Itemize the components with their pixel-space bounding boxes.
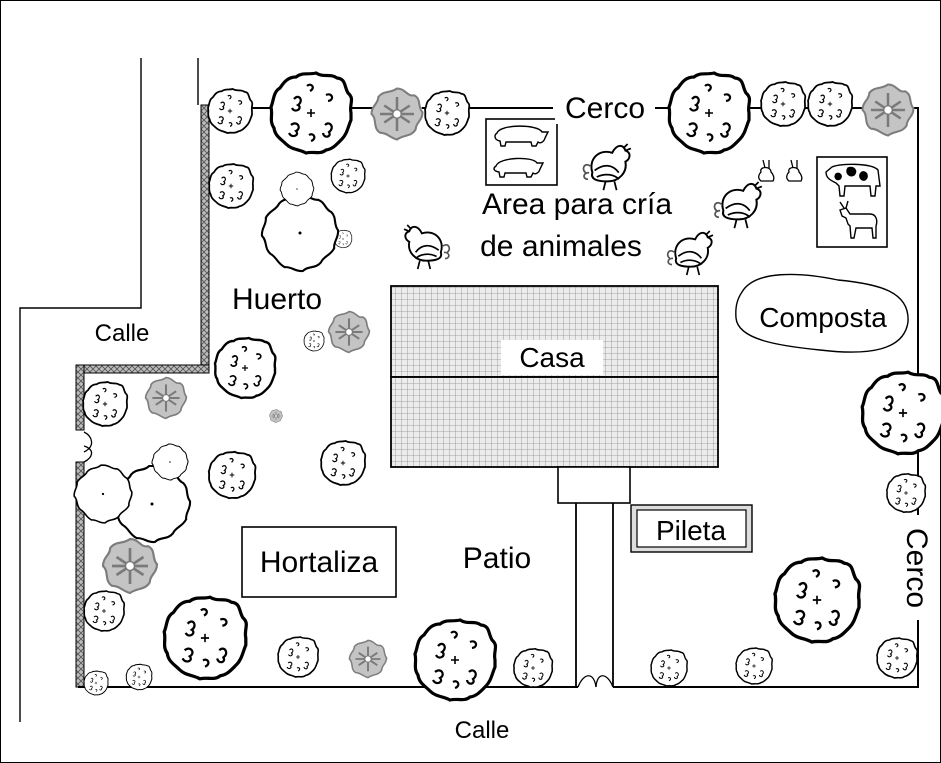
pig-pen	[485, 118, 558, 186]
house: Casa	[390, 285, 719, 687]
casa-label: Casa	[519, 342, 585, 373]
street-lines	[19, 58, 199, 722]
composta-label: Composta	[759, 302, 887, 333]
compost-area: Composta	[735, 273, 909, 353]
cerco-right-label-group: Cerco	[900, 518, 936, 618]
huerto-label: Huerto	[232, 283, 322, 316]
cow-goat-pen	[816, 156, 888, 248]
pig-icon	[493, 125, 550, 178]
rabbit-icon	[758, 159, 803, 182]
calle-left-label: Calle	[95, 320, 150, 347]
pool: Pileta	[630, 504, 753, 553]
gate-icon	[83, 431, 614, 688]
cerco-top-label-group: Cerco	[555, 90, 655, 125]
cerco-top-label: Cerco	[565, 92, 645, 125]
vegetable-plot: Hortaliza	[241, 526, 397, 598]
animal-area-label-line2: de animales	[480, 230, 642, 263]
goat-icon	[839, 200, 878, 239]
hortaliza-label: Hortaliza	[260, 546, 379, 579]
animal-area-label-line1: Area para cría	[482, 188, 672, 221]
patio-label: Patio	[463, 542, 531, 575]
calle-bottom-label: Calle	[455, 717, 510, 744]
cerco-right-label: Cerco	[900, 528, 933, 608]
cow-icon	[825, 163, 881, 197]
pileta-label: Pileta	[656, 515, 726, 546]
